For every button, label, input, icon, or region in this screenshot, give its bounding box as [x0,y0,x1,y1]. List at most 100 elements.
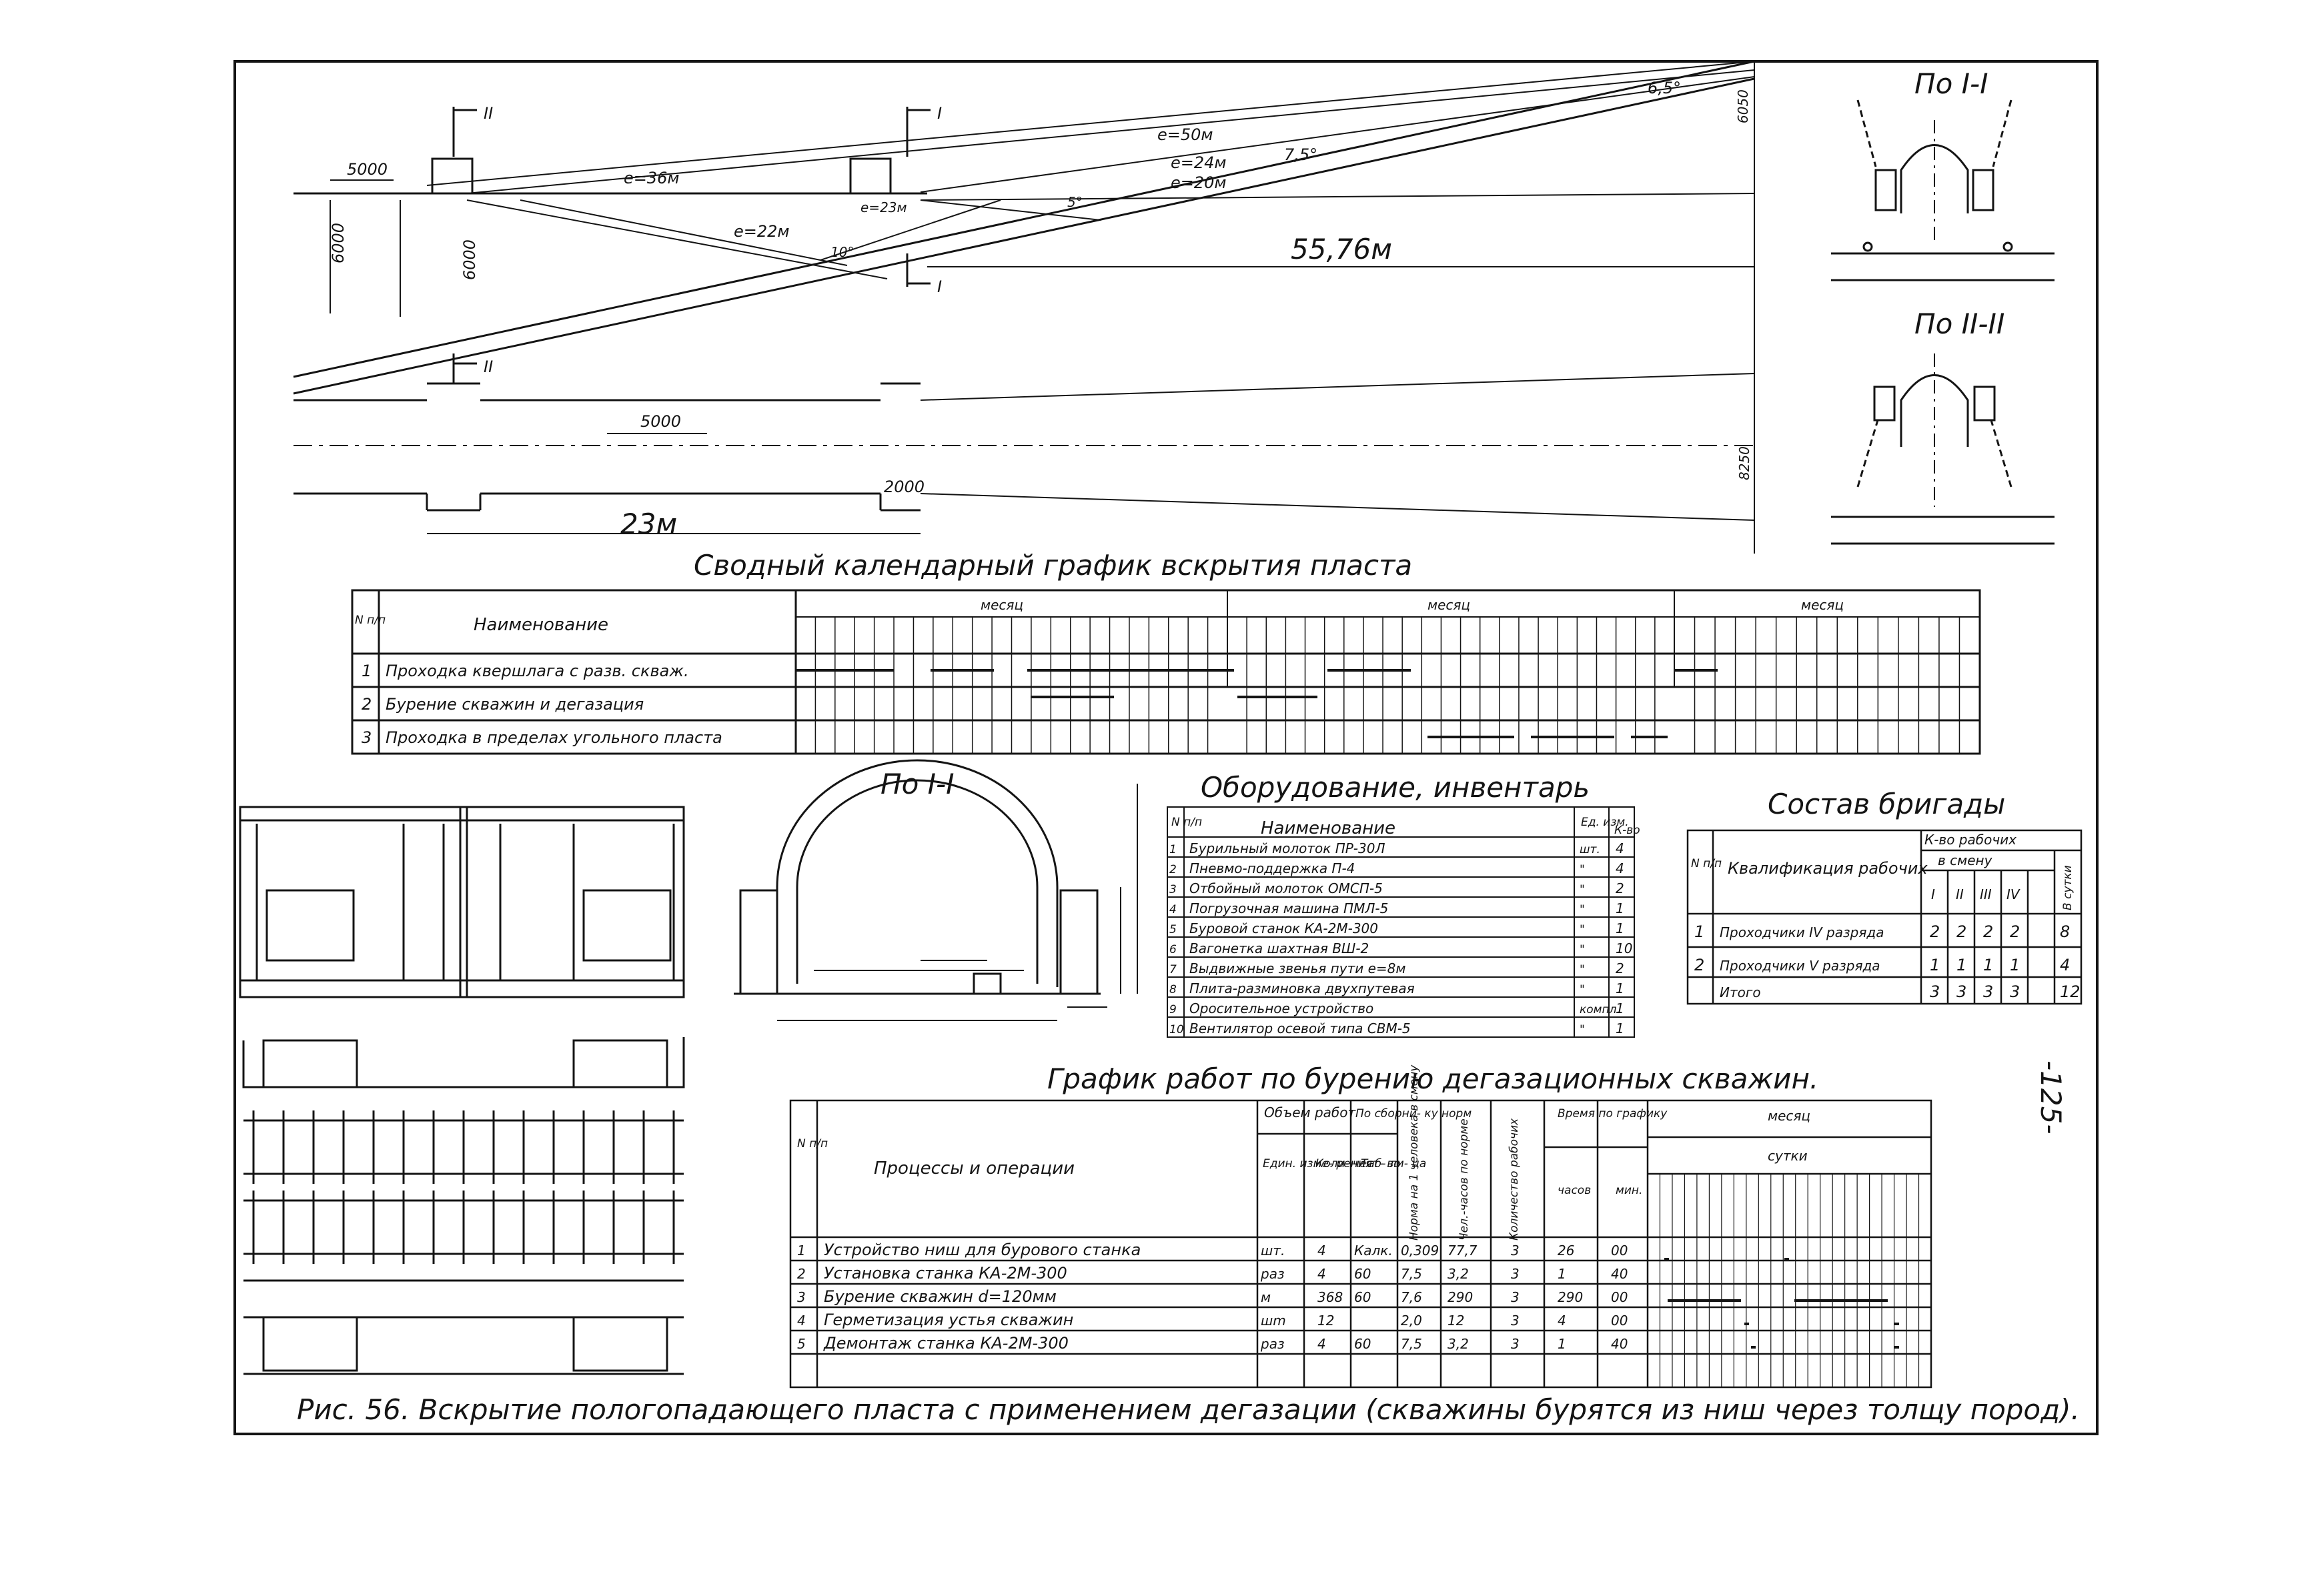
works-table [789,1099,1932,1389]
support-elevation [239,806,685,998]
section-view-b: По II-II [1831,307,2055,545]
equipment-col-unit: Ед. изм. [1581,816,1629,829]
calendar-col-num: N п/п [355,614,386,627]
equipment-row-unit: " [1580,1023,1585,1036]
equipment-col-qty: К-во [1614,824,1640,837]
plan-section-mark: I [937,104,942,123]
calendar-row-name: Проходка в пределах угольного пласта [386,728,722,747]
equipment-row-num: 4 [1169,903,1177,916]
brigade-row-value: 1 [1983,956,1993,974]
works-row-m: 00 [1611,1313,1628,1329]
works-col-time: Время по графику [1558,1107,1668,1120]
equipment-row-num: 1 [1169,843,1177,856]
equipment-row-num: 10 [1169,1023,1184,1036]
calendar-month-label: месяц [981,597,1023,613]
plan-angle: 6,5° [1648,79,1681,97]
section-view-title: По I-I [1914,67,1988,100]
works-row-m: 40 [1611,1266,1628,1282]
equipment-row-name: Отбойный молоток ОМСП-5 [1189,880,1383,896]
works-row-tab: 60 [1354,1266,1371,1282]
equipment-row-unit: " [1580,923,1585,936]
equipment-row-unit: " [1580,943,1585,956]
plan-angle: 7,5° [1284,145,1317,164]
equipment-row-unit: шт. [1580,843,1600,856]
drift-plan-bottom [242,1037,685,1375]
equipment-row-unit: " [1580,963,1585,976]
equipment-row-qty: 1 [1616,980,1624,996]
plan-view [293,60,1755,554]
plan-dim: 5000 [347,160,388,179]
plan-section-mark: I [937,277,942,296]
works-row-h: 290 [1558,1289,1583,1305]
equipment-row-num: 3 [1169,883,1177,896]
brigade-row-value: 2 [1983,922,1993,941]
calendar-row-num: 1 [362,662,372,680]
plan-length: e=36м [624,169,680,187]
works-col-month: месяц [1768,1108,1810,1124]
brigade-row-value: 2 [1956,922,1966,941]
works-row-h: 1 [1558,1336,1566,1352]
equipment-row-qty: 1 [1616,920,1624,936]
brigade-shift: IV [2006,886,2020,902]
plan-dim: 2000 [884,478,925,496]
equipment-row-name: Выдвижные звенья пути e=8м [1189,960,1405,976]
arch-cross-section [734,759,1138,1021]
plan-dim: 8250 [1736,446,1752,480]
works-row-mh: 77,7 [1447,1243,1478,1259]
works-title: График работ по бурению дегазационных ск… [1047,1062,1818,1095]
brigade-row-value: 3 [1930,982,1940,1001]
equipment-row-num: 6 [1169,943,1177,956]
plan-angle: 5° [1067,194,1083,210]
works-col-vol: Объем работ [1264,1104,1356,1120]
brigade-col-per-shift: в смену [1938,852,1993,868]
equipment-row-qty: 1 [1616,900,1624,916]
brigade-row-num: 1 [1694,922,1704,941]
brigade-shift: III [1980,886,1992,902]
works-row-w: 3 [1511,1336,1520,1352]
equipment-row-name: Плита-разминовка двухпутевая [1189,980,1415,996]
calendar-row-num: 2 [362,695,372,714]
section-view-title: По I-I [881,768,955,800]
brigade-row-qual: Проходчики V разряда [1720,958,1880,974]
works-row-proc: Устройство ниш для бурового станка [824,1241,1141,1259]
works-headers: N п/п Процессы и операции Объем работ Ед… [797,1064,1810,1241]
calendar-row-num: 3 [362,728,372,747]
works-row-n: 3 [797,1289,806,1305]
equipment-row-qty: 1 [1616,1000,1624,1016]
works-row-unit: шm [1261,1313,1286,1329]
works-row-tab: 60 [1354,1289,1371,1305]
plan-dim: 23м [620,508,677,540]
brigade-col-day: В сутки [2061,865,2075,910]
brigade-row-value: 1 [1930,956,1940,974]
plan-dim: 6000 [329,223,348,263]
works-col-num: N п/п [797,1137,828,1150]
plan-dim: 6000 [460,239,479,280]
brigade-row-num: 2 [1694,956,1704,974]
equipment-row-qty: 10 [1616,940,1632,956]
calendar-month-label: месяц [1801,597,1844,613]
works-bars [1664,1258,1899,1349]
works-row-proc: Герметизация устья скважин [824,1311,1073,1329]
plan-section-mark: II [484,357,493,376]
calendar-row-name: Проходка квершлага с разв. скваж. [386,662,689,680]
equipment-row-name: Вагонетка шахтная ВШ-2 [1189,940,1369,956]
equipment-row-qty: 4 [1616,840,1624,856]
works-row-n: 4 [797,1313,806,1329]
plan-length: e=20м [1171,173,1227,192]
plan-length: e=23м [860,199,907,215]
works-row-norm: 2,0 [1401,1313,1422,1329]
equipment-row-qty: 4 [1616,860,1624,876]
brigade-shift: II [1956,886,1964,902]
equipment-table [1167,806,1635,1038]
works-row-qty: 4 [1317,1243,1326,1259]
works-row-unit: м [1261,1289,1271,1305]
equipment-row-qty: 2 [1616,880,1624,896]
works-row-w: 3 [1511,1313,1520,1329]
equipment-row-num: 2 [1169,863,1177,876]
equipment-row-name: Погрузочная машина ПМЛ-5 [1189,900,1388,916]
equipment-title: Оборудование, инвентарь [1201,771,1590,804]
